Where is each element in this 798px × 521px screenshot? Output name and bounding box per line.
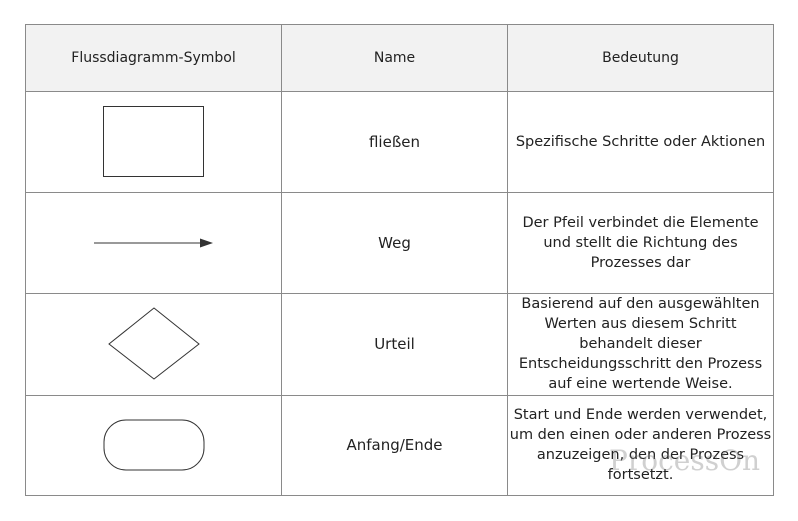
name-cell: Urteil <box>281 293 508 396</box>
arrow-right-icon <box>93 238 213 248</box>
diamond-decision-icon <box>107 307 200 380</box>
flowchart-symbol-table: Flussdiagramm-Symbol Name Bedeutung flie… <box>25 23 774 497</box>
table-row: Weg Der Pfeil verbindet die Elemente und… <box>25 191 774 295</box>
symbol-cell <box>25 91 282 193</box>
meaning-cell: Basierend auf den ausgewählten Werten au… <box>507 293 774 396</box>
header-row: Flussdiagramm-Symbol Name Bedeutung <box>25 23 774 93</box>
meaning-cell: Spezifische Schritte oder Aktionen <box>507 91 774 193</box>
meaning-cell: Start und Ende werden verwendet, um den … <box>507 394 774 497</box>
symbol-cell <box>25 191 282 295</box>
rectangle-process-icon <box>102 105 204 177</box>
table-row: Urteil Basierend auf den ausgewählten We… <box>25 293 774 396</box>
header-symbol: Flussdiagramm-Symbol <box>25 23 282 93</box>
name-cell: Anfang/Ende <box>281 394 508 497</box>
symbol-cell <box>25 394 282 497</box>
header-meaning: Bedeutung <box>507 23 774 93</box>
name-cell: fließen <box>281 91 508 193</box>
table-row: Anfang/Ende Start und Ende werden verwen… <box>25 394 774 497</box>
processon-watermark: ProcessOn <box>609 444 761 477</box>
name-cell: Weg <box>281 191 508 295</box>
header-name: Name <box>281 23 508 93</box>
table-row: fließen Spezifische Schritte oder Aktion… <box>25 91 774 193</box>
meaning-cell: Der Pfeil verbindet die Elemente und ste… <box>507 191 774 295</box>
rounded-terminal-icon <box>103 419 204 471</box>
symbol-cell <box>25 293 282 396</box>
